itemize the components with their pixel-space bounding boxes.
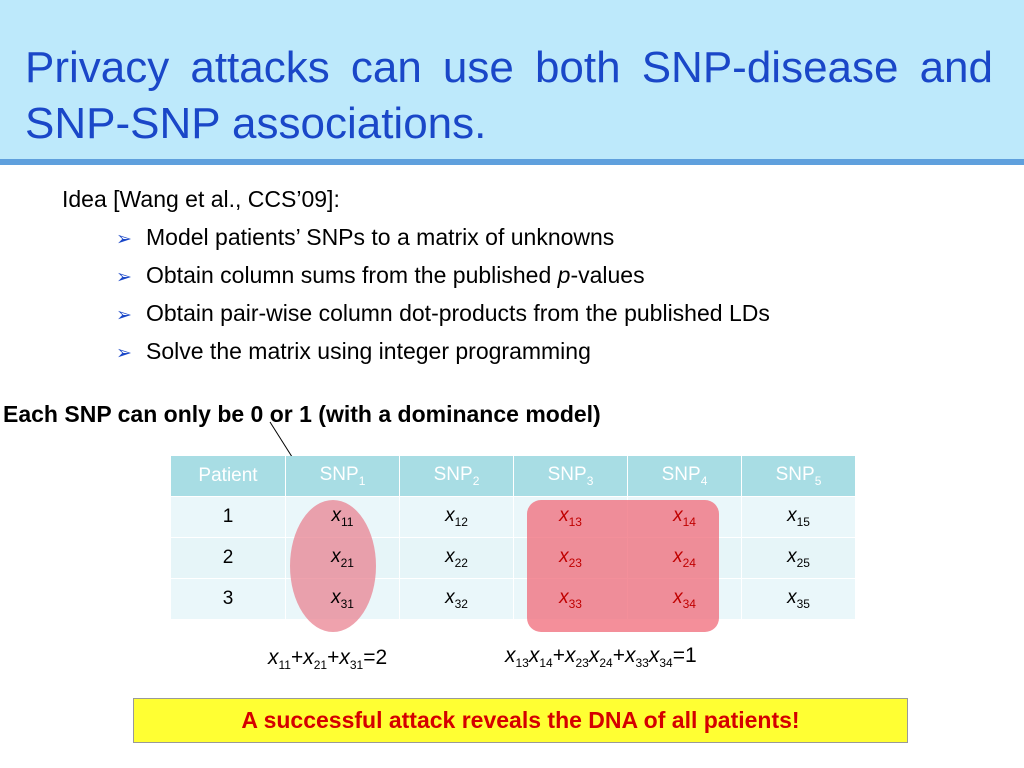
matrix-cell: x15 — [741, 496, 856, 538]
arrowhead-bullet-icon: ➢ — [116, 343, 132, 364]
patient-id-cell: 1 — [171, 496, 286, 538]
result-banner: A successful attack reveals the DNA of a… — [133, 698, 908, 743]
header-snp: SNP1 — [285, 456, 400, 497]
bullet-item: ➢ Model patients’ SNPs to a matrix of unk… — [116, 222, 770, 260]
matrix-cell: x25 — [741, 537, 856, 579]
table-row: 3 x31 x32 x33 x34 x35 — [171, 578, 856, 619]
bullet-text-suffix: -values — [570, 262, 645, 288]
title-banner — [0, 0, 1024, 159]
arrowhead-bullet-icon: ➢ — [116, 267, 132, 288]
result-banner-text: A successful attack reveals the DNA of a… — [241, 707, 800, 733]
matrix-cell: x35 — [741, 578, 856, 619]
bullet-italic-text: p — [557, 262, 571, 288]
header-snp: SNP2 — [399, 456, 514, 497]
table-row: 1 x11 x12 x13 x14 x15 — [171, 496, 856, 538]
bullet-text: Obtain column sums from the published — [146, 262, 558, 288]
column-pair-highlight-rect — [527, 500, 719, 632]
bullet-text: Obtain pair-wise column dot-products fro… — [146, 300, 770, 326]
dot-product-equation: x13x14+x23x24+x33x34=1 — [505, 644, 697, 671]
slide-title: Privacy attacks can use both SNP-disease… — [25, 43, 993, 148]
constraint-note: Each SNP can only be 0 or 1 (with a domi… — [3, 401, 601, 427]
bullet-text: Model patients’ SNPs to a matrix of unkn… — [146, 224, 615, 250]
bullet-text: Solve the matrix using integer programmi… — [146, 338, 591, 364]
table-row: 2 x21 x22 x23 x24 x25 — [171, 537, 856, 579]
patient-id-cell: 2 — [171, 537, 286, 579]
bullet-item: ➢ Solve the matrix using integer programm… — [116, 336, 770, 374]
header-snp: SNP5 — [741, 456, 856, 497]
bullet-item: ➢ Obtain pair-wise column dot-products fr… — [116, 298, 770, 336]
header-snp: SNP3 — [513, 456, 628, 497]
arrowhead-bullet-icon: ➢ — [116, 305, 132, 326]
matrix-cell: x22 — [399, 537, 514, 579]
patient-id-cell: 3 — [171, 578, 286, 619]
idea-heading: Idea [Wang et al., CCS’09]: — [62, 186, 340, 212]
column-sum-highlight-oval — [290, 500, 376, 632]
title-divider — [0, 159, 1024, 165]
snp-matrix-table: Patient SNP1 SNP2 SNP3 SNP4 SNP5 1 x11 x… — [171, 456, 856, 619]
bullet-item: ➢ Obtain column sums from the published p… — [116, 260, 770, 298]
table-header-row: Patient SNP1 SNP2 SNP3 SNP4 SNP5 — [171, 456, 856, 497]
matrix-cell: x12 — [399, 496, 514, 538]
header-patient: Patient — [171, 456, 286, 497]
bullet-list: ➢ Model patients’ SNPs to a matrix of unk… — [116, 222, 770, 374]
column-sum-equation: x11+x21+x31=2 — [268, 646, 388, 673]
matrix-cell: x32 — [399, 578, 514, 619]
header-snp: SNP4 — [627, 456, 742, 497]
arrowhead-bullet-icon: ➢ — [116, 229, 132, 250]
